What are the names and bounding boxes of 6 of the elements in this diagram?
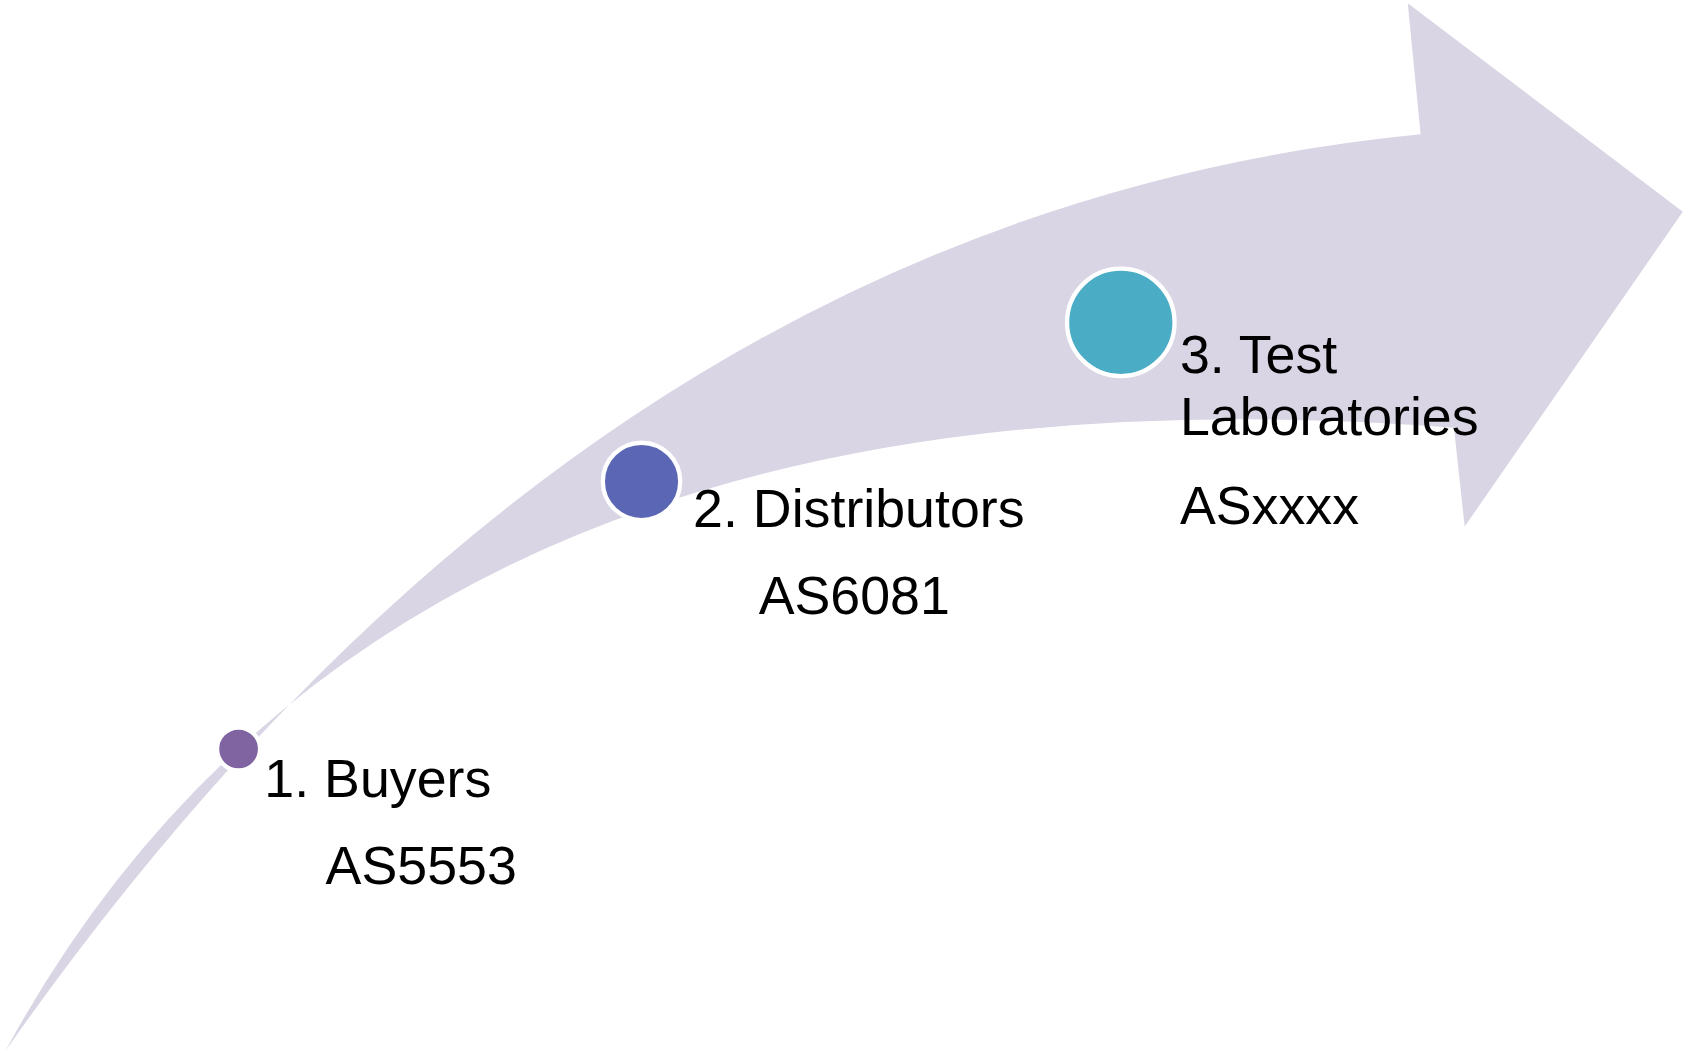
- step-label: 2. Distributors: [693, 477, 1025, 540]
- step-label: 1. Buyers: [264, 748, 492, 811]
- standard-code: ASxxxx: [1179, 475, 1360, 538]
- standard-code: AS5553: [325, 835, 517, 898]
- step-label: 3. Test Laboratories: [1179, 323, 1480, 449]
- standard-code: AS6081: [758, 564, 950, 627]
